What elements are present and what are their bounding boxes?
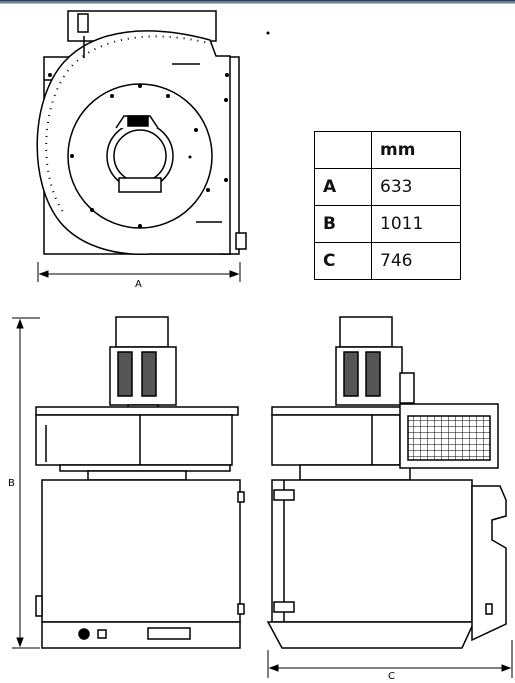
table-row-value: 633	[371, 168, 461, 206]
side-view-unit	[266, 316, 507, 649]
table-row: C 746	[314, 242, 461, 280]
table-row-key: C	[314, 242, 372, 280]
dimension-a-line	[37, 262, 241, 282]
top-view-bolts	[48, 31, 270, 228]
table-row-value: 746	[371, 242, 461, 280]
dimension-b-label: B	[8, 478, 15, 489]
dimensions-table: mm A 633 B 1011 C 746	[314, 131, 461, 280]
front-view-unit	[35, 316, 245, 649]
table-header-empty-cell	[314, 131, 372, 169]
table-row-key: A	[314, 168, 372, 206]
table-row: B 1011	[314, 205, 461, 243]
table-row-value: 1011	[371, 205, 461, 243]
table-row: A 633	[314, 168, 461, 206]
dimension-a-label: A	[135, 279, 142, 290]
table-row-key: B	[314, 205, 372, 243]
table-header-unit: mm	[371, 131, 461, 169]
dimension-b-line	[12, 317, 40, 649]
table-header-row: mm	[314, 131, 461, 169]
dimension-c-line	[267, 640, 513, 678]
top-view-fan	[36, 10, 247, 255]
dimension-c-label: C	[388, 671, 395, 679]
